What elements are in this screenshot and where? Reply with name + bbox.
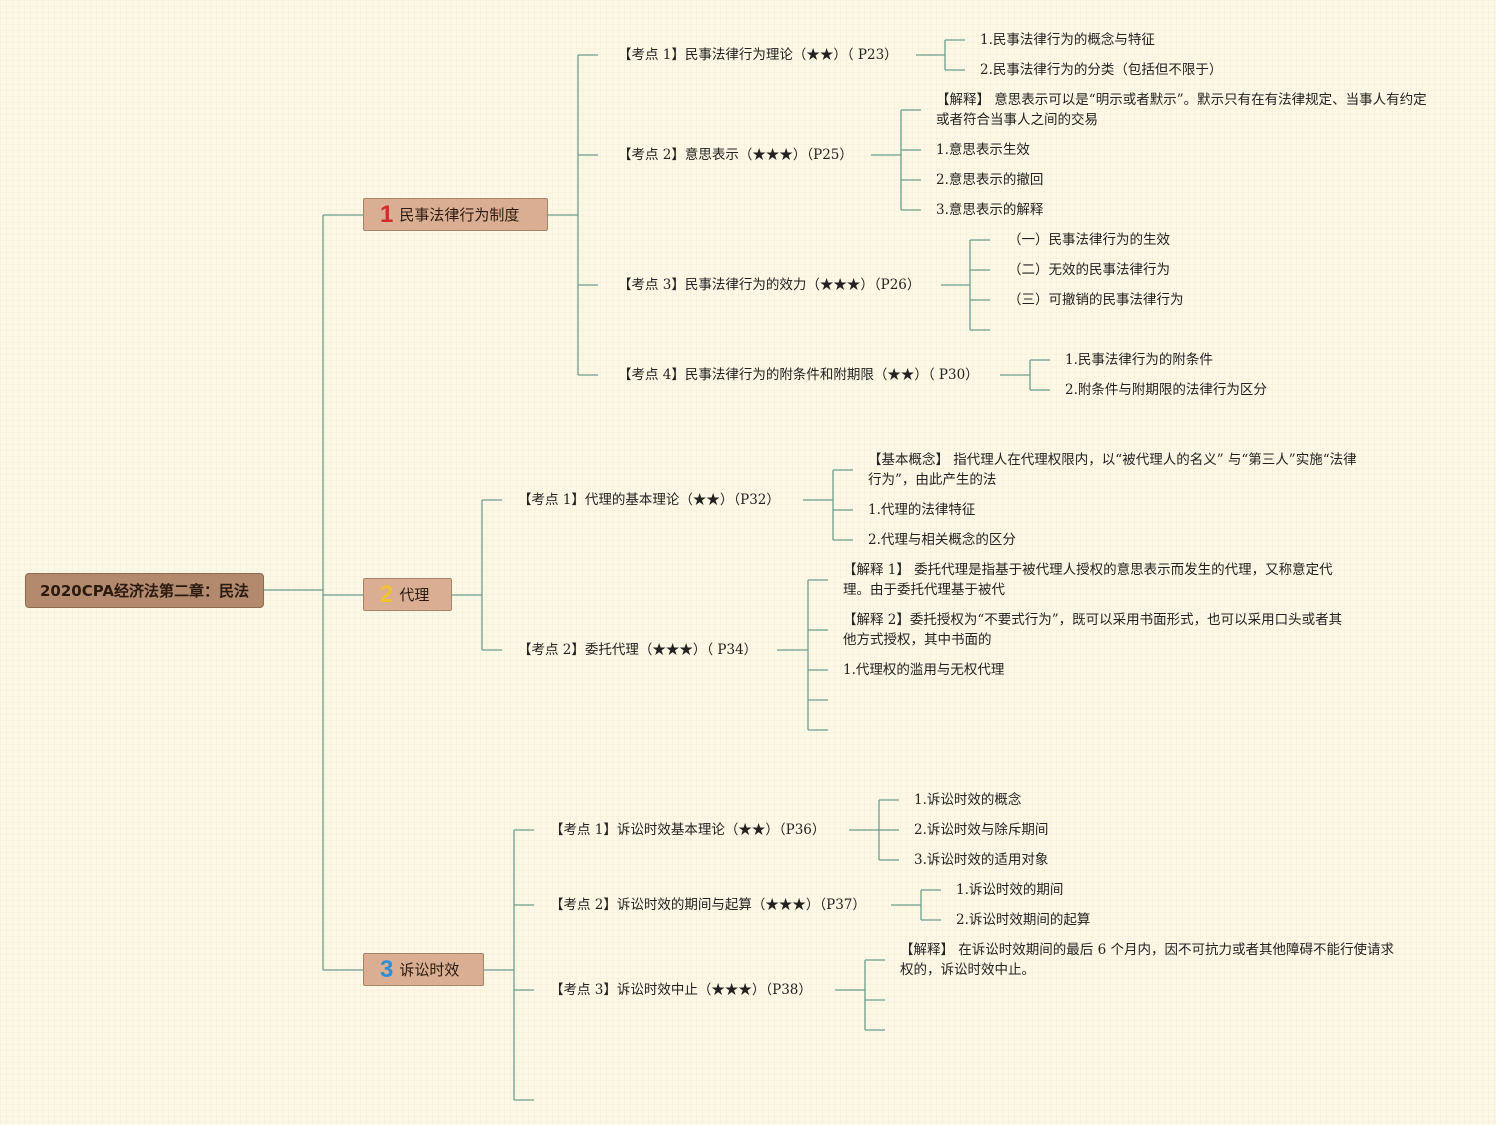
leaf-3-1-3[interactable]: 3.诉讼时效的适用对象 [914, 852, 1049, 868]
branch-agency[interactable]: 2 代理 [363, 578, 452, 611]
point-2-2[interactable]: 【考点 2】委托代理（★★★）（ P34） [518, 642, 758, 658]
number-3-icon: 3 [380, 955, 394, 983]
leaf-3-2-1[interactable]: 1.诉讼时效的期间 [956, 882, 1064, 898]
number-2-icon: 2 [380, 580, 394, 608]
leaf-1-3-3[interactable]: （三）可撤销的民事法律行为 [1008, 292, 1184, 308]
note-2-2-1[interactable]: 【解释 1】 委托代理是指基于被代理人授权的意思表示而发生的代理，又称意定代理。… [843, 562, 1333, 598]
leaf-2-1-1[interactable]: 1.代理的法律特征 [868, 502, 976, 518]
branch-label: 代理 [399, 586, 430, 604]
leaf-1-4-2[interactable]: 2.附条件与附期限的法律行为区分 [1065, 382, 1267, 398]
leaf-1-2-2[interactable]: 2.意思表示的撤回 [936, 172, 1044, 188]
point-3-2[interactable]: 【考点 2】诉讼时效的期间与起算（★★★）（P37） [550, 897, 866, 913]
note-2-1[interactable]: 【基本概念】 指代理人在代理权限内，以“被代理人的名义” 与“第三人”实施“法律… [868, 452, 1357, 488]
leaf-1-3-1[interactable]: （一）民事法律行为的生效 [1008, 232, 1170, 248]
leaf-1-3-2[interactable]: （二）无效的民事法律行为 [1008, 262, 1170, 278]
point-1-3[interactable]: 【考点 3】民事法律行为的效力（★★★）（P26） [618, 277, 921, 293]
leaf-1-2-1[interactable]: 1.意思表示生效 [936, 142, 1030, 158]
leaf-1-4-1[interactable]: 1.民事法律行为的附条件 [1065, 352, 1213, 368]
leaf-3-2-2[interactable]: 2.诉讼时效期间的起算 [956, 912, 1091, 928]
leaf-1-2-3[interactable]: 3.意思表示的解释 [936, 202, 1044, 218]
leaf-2-1-2[interactable]: 2.代理与相关概念的区分 [868, 532, 1016, 548]
leaf-1-1-2[interactable]: 2.民事法律行为的分类（包括但不限于） [980, 62, 1223, 78]
number-1-icon: 1 [380, 200, 394, 228]
leaf-3-1-2[interactable]: 2.诉讼时效与除斥期间 [914, 822, 1049, 838]
point-1-2[interactable]: 【考点 2】意思表示（★★★）（P25） [618, 147, 853, 163]
point-2-1[interactable]: 【考点 1】代理的基本理论（★★）（P32） [518, 492, 780, 508]
branch-limitation[interactable]: 3 诉讼时效 [363, 953, 484, 986]
branch-label: 诉讼时效 [399, 961, 460, 979]
root-topic[interactable]: 2020CPA经济法第二章：民法 [25, 573, 264, 608]
note-2-2-2[interactable]: 【解释 2】委托授权为“不要式行为”，既可以采用书面形式，也可以采用口头或者其他… [843, 612, 1343, 648]
note-3-3[interactable]: 【解释】 在诉讼时效期间的最后 6 个月内，因不可抗力或者其他障碍不能行使请求权… [900, 942, 1394, 978]
point-3-3[interactable]: 【考点 3】诉讼时效中止（★★★）（P38） [550, 982, 812, 998]
branch-label: 民事法律行为制度 [399, 206, 520, 224]
leaf-3-1-1[interactable]: 1.诉讼时效的概念 [914, 792, 1022, 808]
leaf-2-2-1[interactable]: 1.代理权的滥用与无权代理 [843, 662, 1005, 678]
point-1-1[interactable]: 【考点 1】民事法律行为理论（★★）（ P23） [618, 47, 898, 63]
branch-civil-juristic-acts[interactable]: 1 民事法律行为制度 [363, 198, 548, 231]
point-1-4[interactable]: 【考点 4】民事法律行为的附条件和附期限（★★）（ P30） [618, 367, 979, 383]
leaf-1-1-1[interactable]: 1.民事法律行为的概念与特征 [980, 32, 1155, 48]
note-1-2[interactable]: 【解释】 意思表示可以是“明示或者默示”。默示只有在有法律规定、当事人有约定或者… [936, 92, 1427, 128]
point-3-1[interactable]: 【考点 1】诉讼时效基本理论（★★）（P36） [550, 822, 826, 838]
